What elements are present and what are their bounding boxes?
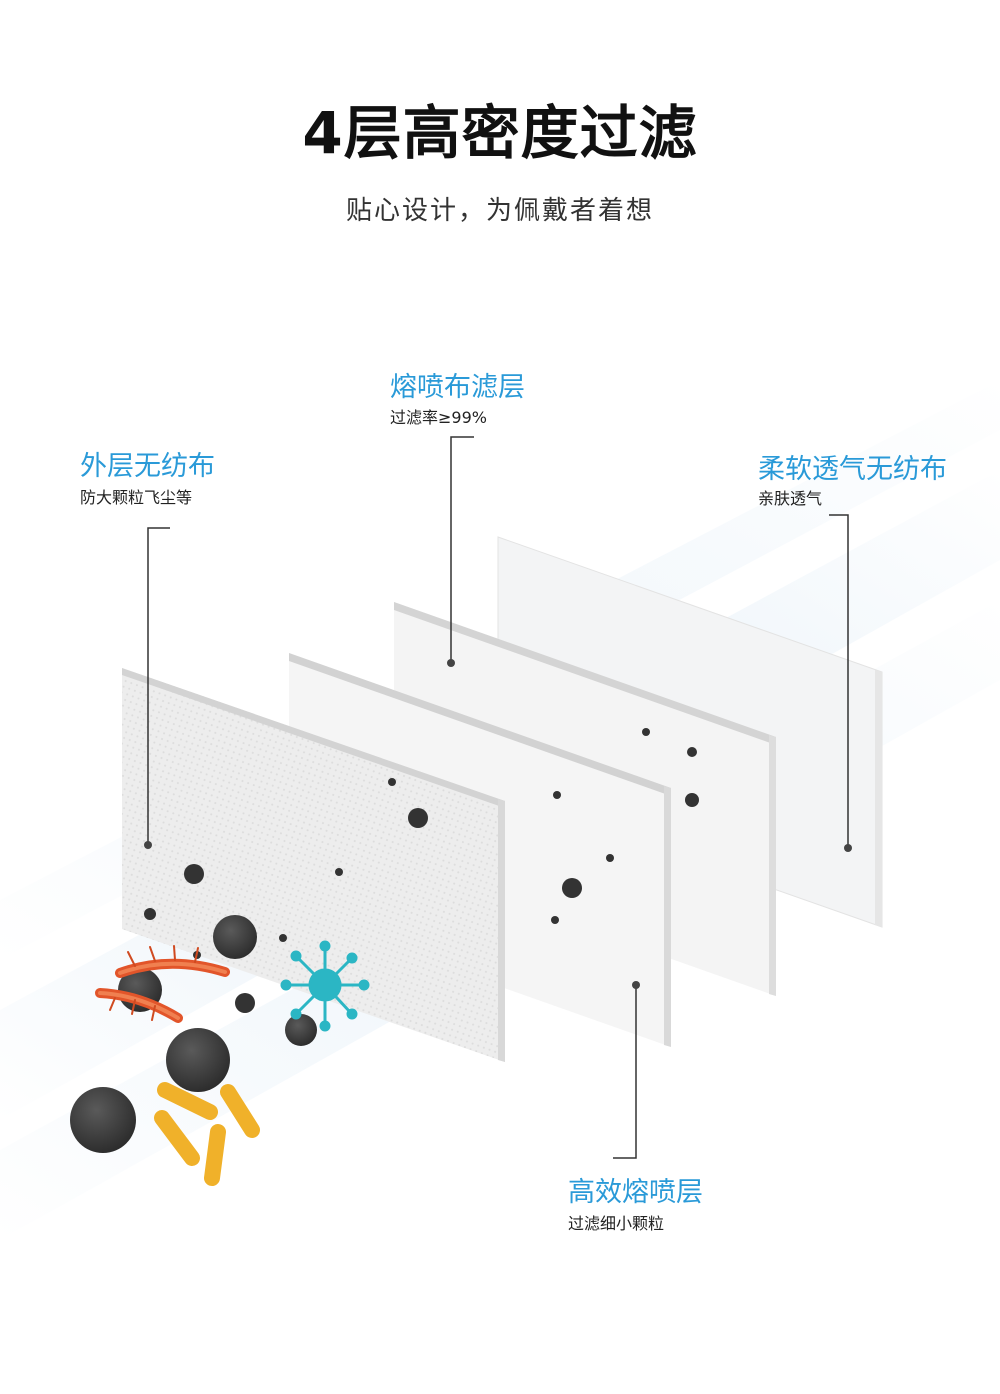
layer-2-desc: 过滤率≥99% — [390, 404, 487, 428]
layer-3-title: 柔软透气无纺布 — [758, 447, 947, 486]
layer-4-title: 高效熔喷层 — [568, 1170, 703, 1209]
layer-4-desc: 过滤细小颗粒 — [568, 1210, 664, 1234]
cyan-virus — [282, 942, 368, 1030]
layer-2-title: 熔喷布滤层 — [390, 365, 525, 404]
yellow-bacilli — [162, 1090, 252, 1178]
layer-3-desc: 亲肤透气 — [758, 485, 822, 509]
layer-1-desc: 防大颗粒飞尘等 — [80, 484, 192, 508]
layer-1-title: 外层无纺布 — [80, 444, 215, 483]
